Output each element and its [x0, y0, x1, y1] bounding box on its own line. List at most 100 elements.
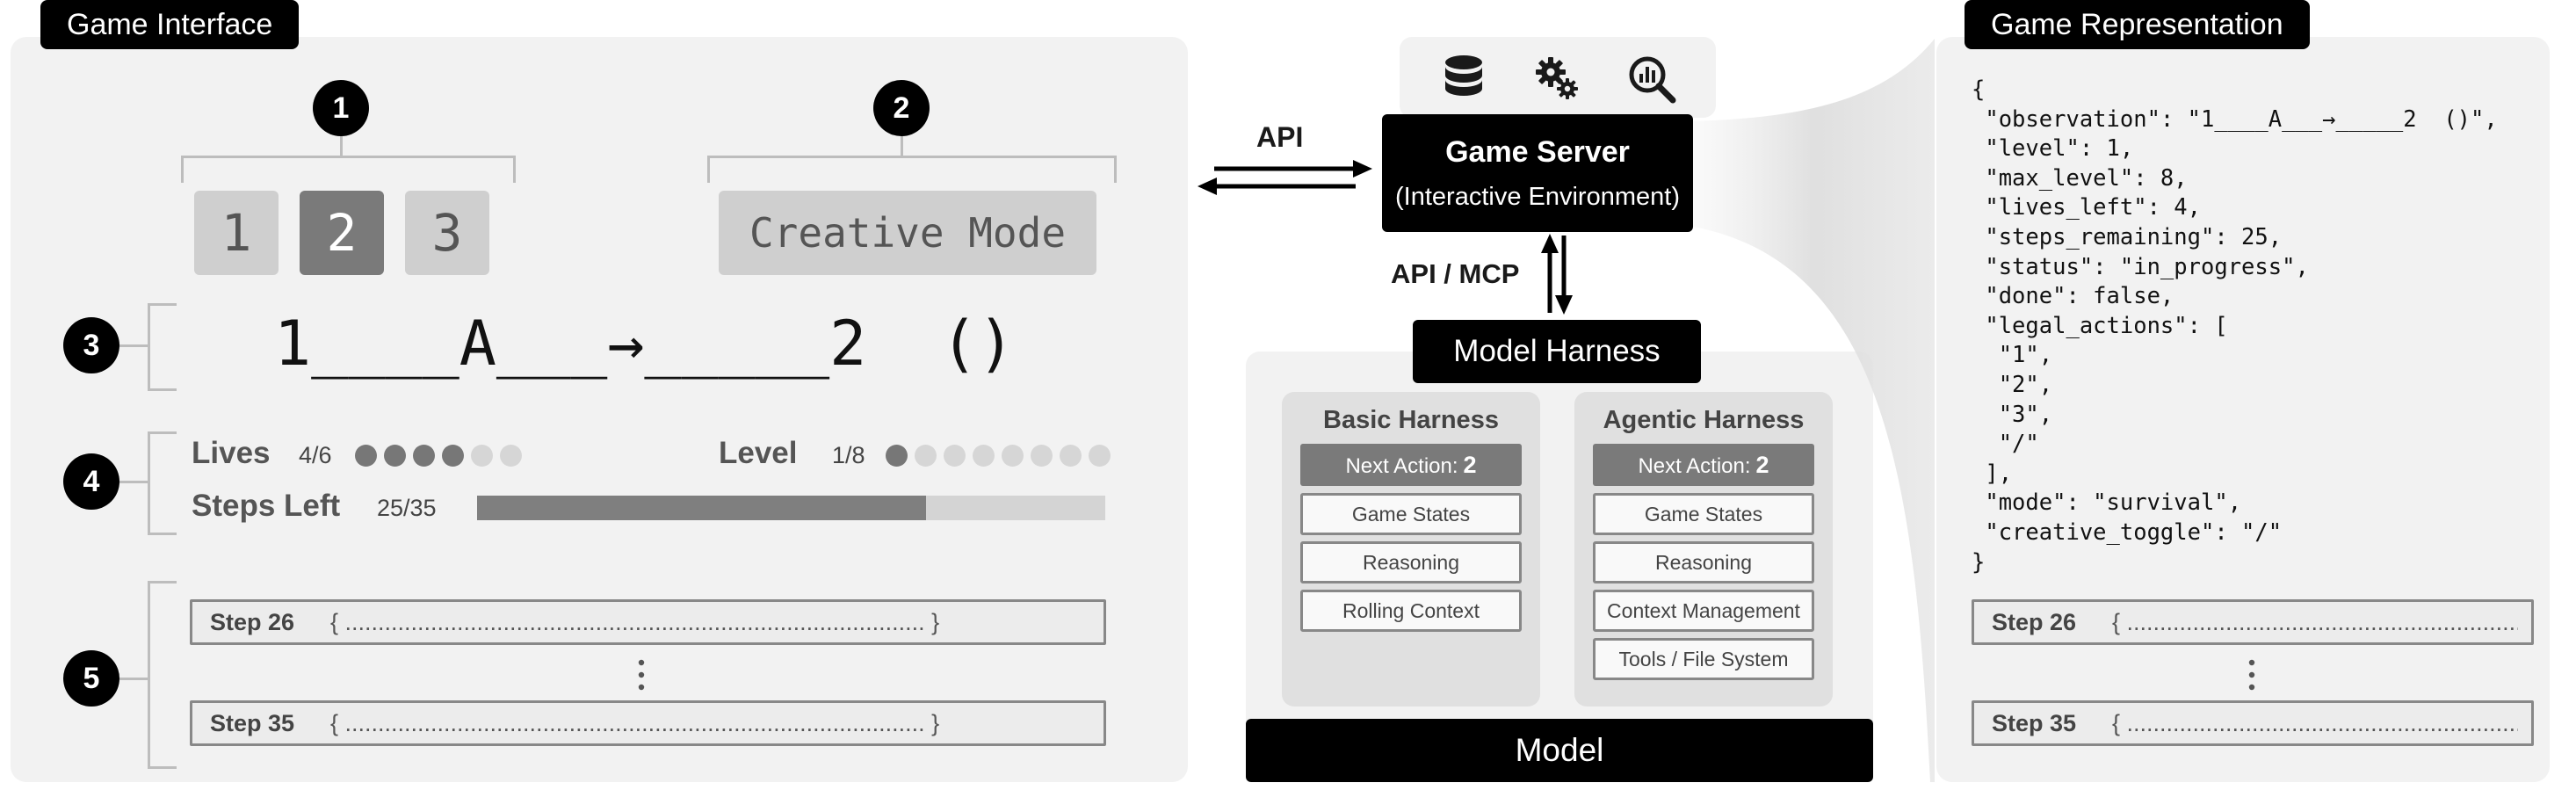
- json-line: "steps_remaining": 25,: [1972, 223, 2283, 250]
- basic-harness-title: Basic Harness: [1323, 406, 1499, 434]
- level-dot-filled: [886, 445, 908, 467]
- next-action-label: Next Action:: [1345, 454, 1458, 478]
- ellipsis-vertical-icon: [2248, 659, 2255, 691]
- action-key-3[interactable]: 3: [405, 191, 489, 275]
- ellipsis-vertical-icon: [638, 659, 645, 691]
- json-line: ],: [1972, 460, 2013, 487]
- bracket-1-stem: [340, 136, 343, 156]
- basic-harness-item: Game States: [1300, 493, 1522, 535]
- step-label: Step 26: [1992, 609, 2077, 635]
- api-mcp-arrows: [1539, 232, 1574, 321]
- basic-harness-item: Rolling Context: [1300, 590, 1522, 632]
- level-label: Level: [719, 436, 798, 470]
- bracket-5-stem: [119, 678, 148, 680]
- json-line: "observation": "1____A___→_____2 ()",: [1972, 105, 2498, 133]
- step-content: { ......................................…: [330, 609, 940, 635]
- level-indicator: [886, 445, 1132, 469]
- step-label: Step 35: [1992, 710, 2077, 736]
- json-line: {: [1972, 76, 1986, 103]
- bracket-2: [707, 156, 1117, 183]
- lives-dot-filled: [384, 445, 406, 467]
- level-dot-empty: [944, 445, 966, 467]
- game-server-box: Game Server (Interactive Environment): [1382, 114, 1693, 232]
- steps-left-bar: [477, 496, 1105, 520]
- marker-1: 1: [313, 80, 369, 136]
- bracket-1: [181, 156, 516, 183]
- json-line: "creative_toggle": "/": [1972, 518, 2283, 546]
- json-line: "done": false,: [1972, 283, 2174, 310]
- steps-left-label: Steps Left: [192, 489, 341, 523]
- json-line: "level": 1,: [1972, 135, 2134, 163]
- agentic-harness-item: Game States: [1593, 493, 1814, 535]
- lives-dot-empty: [471, 445, 493, 467]
- bracket-4-stem: [119, 481, 148, 483]
- marker-3: 3: [63, 317, 119, 373]
- json-line: "legal_actions": [: [1972, 312, 2228, 339]
- agentic-next-action: Next Action:2: [1593, 444, 1814, 486]
- creative-mode-button[interactable]: Creative Mode: [719, 191, 1096, 275]
- next-action-value: 2: [1755, 452, 1769, 478]
- api-mcp-label: API / MCP: [1391, 258, 1520, 289]
- level-value: 1/8: [832, 442, 865, 468]
- agentic-harness-item: Tools / File System: [1593, 638, 1814, 680]
- json-line: "mode": "survival",: [1972, 489, 2242, 517]
- representation-step-row: Step 26 { ..............................…: [1972, 599, 2534, 645]
- bracket-5: [148, 581, 177, 769]
- observation-string: 1____A___→_____2 (): [274, 308, 1015, 380]
- marker-4: 4: [63, 453, 119, 510]
- action-key-1[interactable]: 1: [194, 191, 279, 275]
- step-label: Step 26: [210, 609, 295, 635]
- step-content: { ......................................…: [330, 710, 940, 736]
- json-line: "max_level": 8,: [1972, 164, 2188, 192]
- game-interface-panel: [11, 37, 1188, 782]
- step-label: Step 35: [210, 710, 295, 736]
- marker-5: 5: [63, 650, 119, 707]
- database-icon: [1443, 54, 1485, 108]
- next-action-value: 2: [1463, 452, 1477, 478]
- bracket-3-stem: [119, 344, 148, 347]
- representation-callout-shape: [1693, 37, 2550, 782]
- bracket-3: [148, 303, 177, 391]
- lives-dot-filled: [442, 445, 464, 467]
- api-arrows: [1195, 153, 1375, 207]
- json-line: "lives_left": 4,: [1972, 194, 2201, 221]
- agentic-harness-title: Agentic Harness: [1603, 406, 1805, 434]
- lives-indicator: [355, 445, 531, 469]
- agentic-harness-item: Context Management: [1593, 590, 1814, 632]
- steps-left-value: 25/35: [377, 495, 437, 521]
- step-content: { ......................................…: [2112, 609, 2518, 635]
- game-state-json: { "observation": "1____A___→_____2 ()", …: [1972, 76, 2498, 577]
- json-line: "3",: [1972, 401, 2053, 428]
- lives-dot-filled: [413, 445, 435, 467]
- level-dot-empty: [973, 445, 995, 467]
- basic-next-action: Next Action:2: [1300, 444, 1522, 486]
- gears-icon: [1533, 54, 1582, 108]
- lives-dot-empty: [500, 445, 522, 467]
- json-line: "/": [1972, 431, 2039, 458]
- level-dot-empty: [1089, 445, 1111, 467]
- json-line: "2",: [1972, 371, 2053, 398]
- level-dot-empty: [915, 445, 937, 467]
- analytics-search-icon: [1627, 54, 1676, 108]
- api-label: API: [1256, 121, 1304, 153]
- step-history-row: Step 26 { ..............................…: [190, 599, 1106, 645]
- marker-2: 2: [873, 80, 930, 136]
- game-representation-title: Game Representation: [1965, 0, 2310, 49]
- basic-harness-item: Reasoning: [1300, 541, 1522, 583]
- json-line: "1",: [1972, 342, 2053, 369]
- level-dot-empty: [1060, 445, 1082, 467]
- step-content: { ......................................…: [2112, 710, 2518, 736]
- json-line: }: [1972, 548, 1986, 576]
- json-line: "status": "in_progress",: [1972, 253, 2309, 280]
- action-key-2[interactable]: 2: [300, 191, 384, 275]
- step-history-row: Step 35 { ..............................…: [190, 700, 1106, 746]
- bracket-4: [148, 431, 177, 535]
- representation-step-row: Step 35 { ..............................…: [1972, 700, 2534, 746]
- level-dot-empty: [1031, 445, 1053, 467]
- game-server-subtitle: (Interactive Environment): [1395, 183, 1680, 211]
- lives-label: Lives: [192, 436, 271, 470]
- bracket-2-stem: [901, 136, 903, 156]
- steps-left-bar-fill: [477, 496, 926, 520]
- model-box: Model: [1246, 719, 1873, 782]
- game-interface-title: Game Interface: [40, 0, 300, 49]
